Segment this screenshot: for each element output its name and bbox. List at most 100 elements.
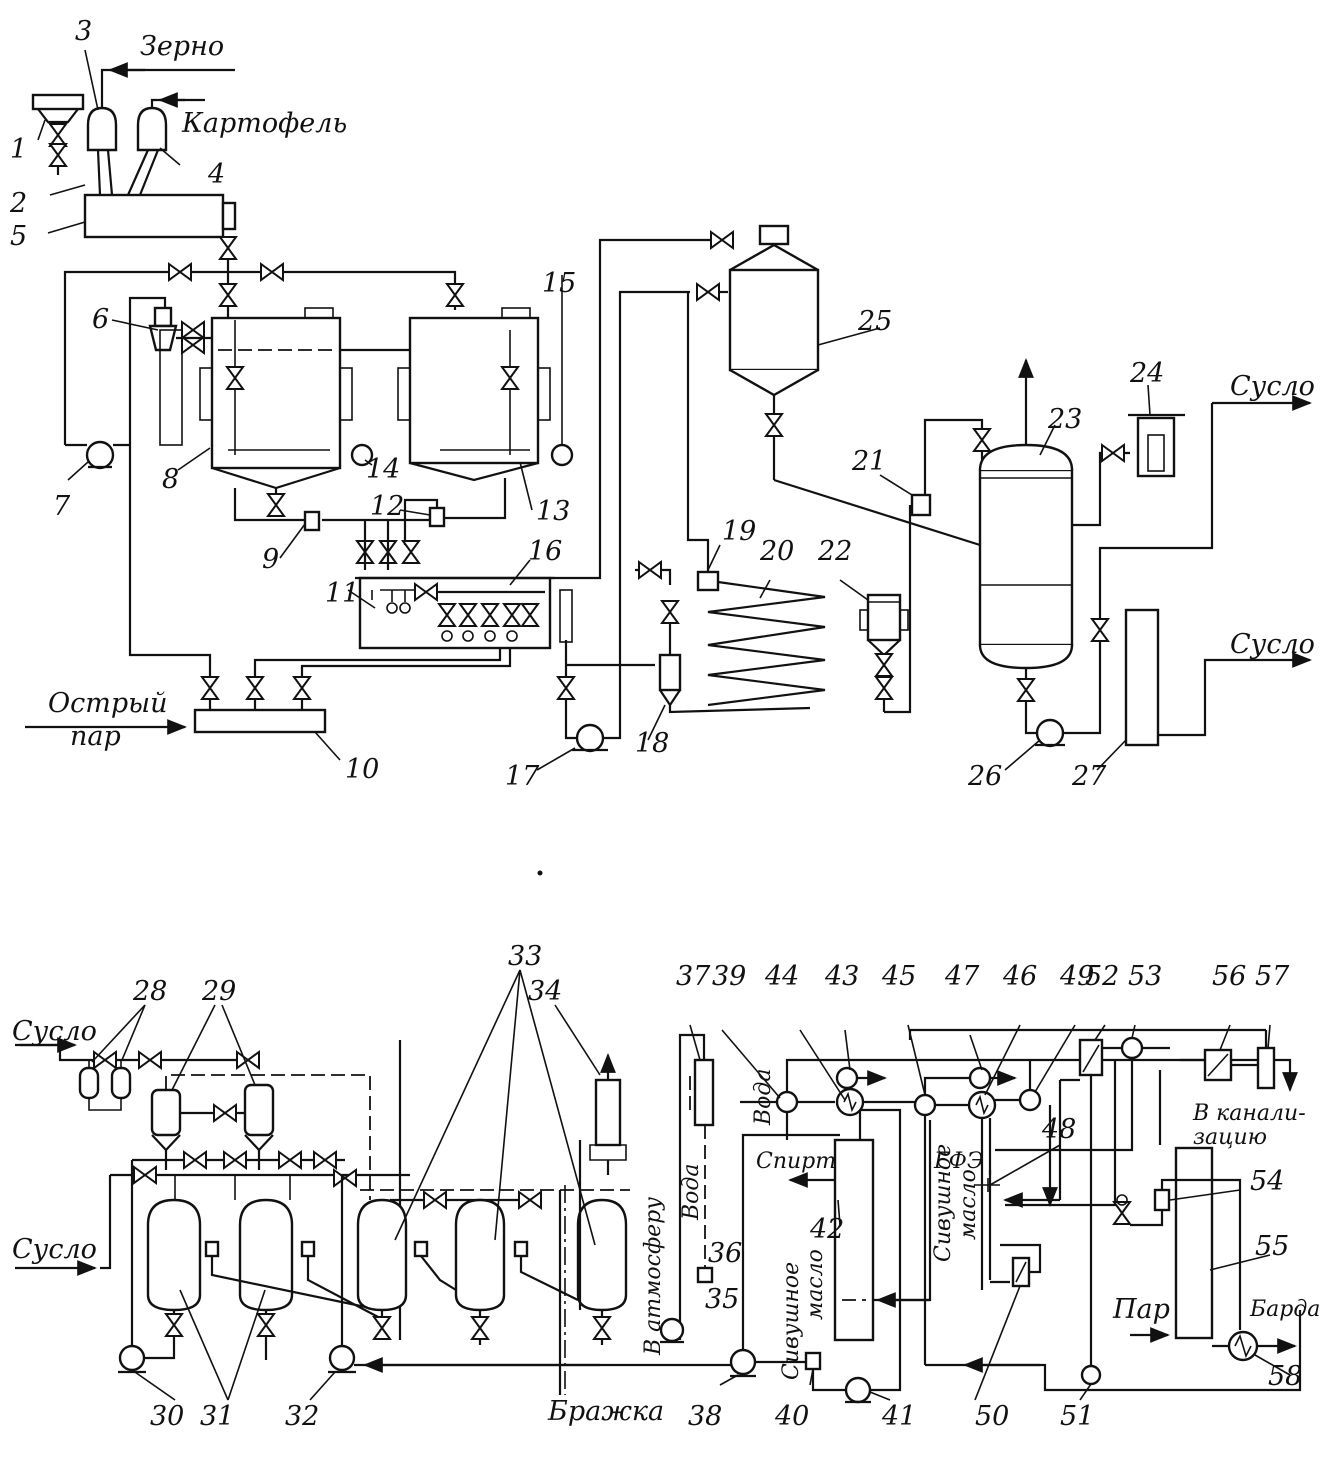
num-42: 42 xyxy=(809,1214,844,1245)
num-35: 35 xyxy=(705,1284,739,1315)
num-22: 22 xyxy=(817,536,852,567)
num-48: 48 xyxy=(1041,1114,1076,1145)
num-52: 52 xyxy=(1085,961,1119,992)
num-28: 28 xyxy=(132,976,167,1007)
equipment-10-heater xyxy=(25,708,327,735)
label-suslo-4: Сусло xyxy=(12,1234,97,1265)
equipment-23-vessel xyxy=(978,358,1130,720)
num-5: 5 xyxy=(10,221,27,252)
num-50: 50 xyxy=(975,1401,1009,1432)
equipment-15-pump xyxy=(550,295,574,467)
num-43: 43 xyxy=(824,961,859,992)
equipment-1-hopper xyxy=(31,93,85,175)
text-labels: Зерно Картофель Острый пар Сусло Сусло С… xyxy=(12,31,1320,1427)
num-49: 49 xyxy=(1059,961,1094,992)
num-1: 1 xyxy=(10,134,27,165)
label-spirt: Спирт xyxy=(756,1149,836,1174)
num-9: 9 xyxy=(262,544,279,575)
num-31: 31 xyxy=(200,1401,234,1432)
label-v-kanali: В канали- xyxy=(1192,1101,1306,1126)
equipment-31-fermenters xyxy=(146,1198,381,1360)
equipment-50-separator xyxy=(990,1243,1042,1288)
label-suslo-3: Сусло xyxy=(12,1016,97,1047)
equipment-45-47-heat-exchangers xyxy=(913,1066,1017,1365)
equipment-54-regulator xyxy=(1113,1178,1242,1330)
label-suslo-1: Сусло xyxy=(1230,371,1315,402)
equipment-numbers: 1 2 3 4 5 6 7 8 9 10 11 12 13 14 15 16 1… xyxy=(9,16,1302,1432)
equipment-36-sensor xyxy=(696,1266,714,1284)
equipment-13-tank xyxy=(397,307,551,482)
label-suslo-2: Сусло xyxy=(1230,629,1315,660)
label-maslo-2: масло xyxy=(803,1249,828,1320)
equipment-25-vessel xyxy=(710,224,981,547)
num-53: 53 xyxy=(1128,961,1162,992)
equipment-19-sensor xyxy=(696,570,720,592)
num-14: 14 xyxy=(366,454,400,485)
num-58: 58 xyxy=(1268,1361,1302,1392)
label-zerno: Зерно xyxy=(140,31,224,62)
label-gfe: ГФЭ xyxy=(933,1149,984,1174)
num-3: 3 xyxy=(75,16,92,47)
equipment-33-fermenters xyxy=(356,1198,628,1345)
label-zatsiyu: зацию xyxy=(1193,1125,1267,1150)
equipment-58-heater xyxy=(1212,1330,1297,1362)
equipment-24-meter xyxy=(1128,413,1185,478)
num-15: 15 xyxy=(542,268,576,299)
equipment-18-separator xyxy=(635,561,811,714)
num-26: 26 xyxy=(967,761,1002,792)
label-brazhka: Бражка xyxy=(547,1396,664,1427)
num-17: 17 xyxy=(505,761,540,792)
label-barda: Барда xyxy=(1249,1297,1320,1322)
num-20: 20 xyxy=(759,536,794,567)
equipment-26-pump xyxy=(1024,395,1312,748)
num-23: 23 xyxy=(1047,404,1082,435)
equipment-29-yeast-vessels xyxy=(150,1074,371,1200)
num-6: 6 xyxy=(92,304,109,335)
equipment-37-dephlegmator xyxy=(678,1033,715,1340)
num-30: 30 xyxy=(150,1401,184,1432)
equipment-4-bunker xyxy=(136,92,205,152)
equipment-7-pump xyxy=(65,440,130,470)
num-13: 13 xyxy=(536,496,570,527)
num-12: 12 xyxy=(370,491,404,522)
num-57: 57 xyxy=(1255,961,1290,992)
num-19: 19 xyxy=(722,516,756,547)
num-24: 24 xyxy=(1129,358,1164,389)
label-ostryi: Острый xyxy=(48,688,168,719)
label-sivushnoe-1: Сивушное xyxy=(931,1144,956,1262)
equipment-12-sensor xyxy=(428,506,446,528)
leader-lines-top xyxy=(37,49,1151,771)
equipment-35-pump xyxy=(659,1317,685,1344)
num-4: 4 xyxy=(207,159,225,190)
num-51: 51 xyxy=(1060,1401,1094,1432)
equipment-34-column xyxy=(578,1053,627,1310)
equipment-42-column xyxy=(788,1108,932,1355)
num-47: 47 xyxy=(944,961,980,992)
leader-lines-bottom xyxy=(91,969,1291,1401)
num-54: 54 xyxy=(1250,1166,1284,1197)
equipment-11-apparatus xyxy=(355,576,555,650)
label-maslo-1: масло xyxy=(956,1169,981,1240)
num-37: 37 xyxy=(676,961,711,992)
equipment-27-cooler xyxy=(1124,608,1312,747)
equipment-14-pump xyxy=(350,443,374,467)
equipment-43-44-heat-exchangers xyxy=(835,1066,920,1117)
equipment-30-pump xyxy=(118,1340,176,1374)
num-56: 56 xyxy=(1212,961,1246,992)
num-33: 33 xyxy=(508,941,542,972)
label-par-steam: пар xyxy=(70,721,121,752)
num-21: 21 xyxy=(851,446,886,477)
num-41: 41 xyxy=(881,1401,916,1432)
num-32: 32 xyxy=(285,1401,319,1432)
num-55: 55 xyxy=(1255,1231,1289,1262)
label-sivushnoe-2: Сивушное xyxy=(779,1262,804,1380)
num-18: 18 xyxy=(635,728,669,759)
num-34: 34 xyxy=(528,976,562,1007)
equipment-48-column xyxy=(975,1170,1000,1280)
num-46: 46 xyxy=(1002,961,1037,992)
stray-dot xyxy=(537,870,543,876)
equipment-49-heater xyxy=(995,1060,1042,1112)
num-7: 7 xyxy=(53,491,71,522)
equipment-22-tank xyxy=(859,505,912,714)
num-10: 10 xyxy=(345,754,379,785)
